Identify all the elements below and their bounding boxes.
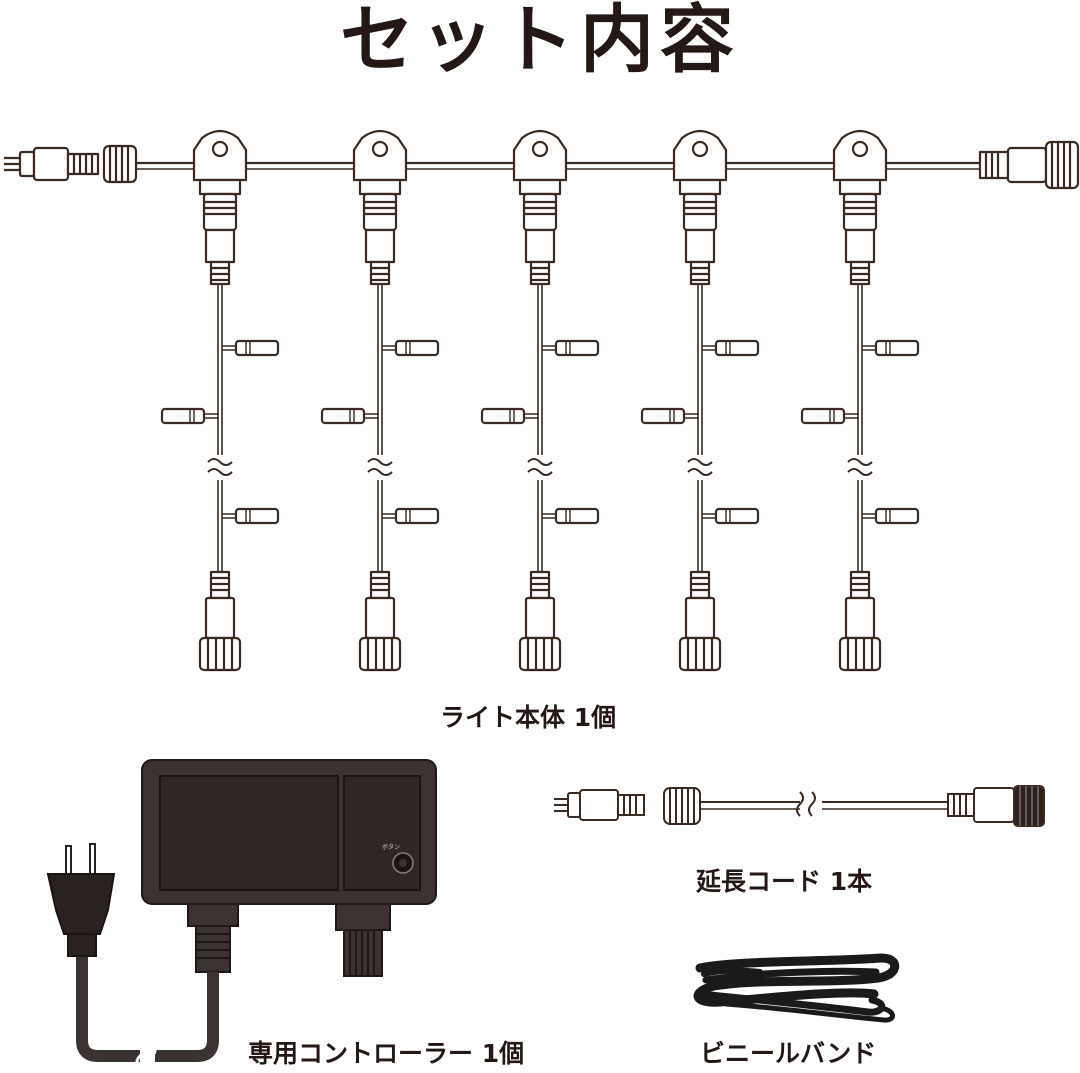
end-cap [358,636,402,672]
led-bulb [394,507,440,525]
end-cap [678,636,722,672]
light-drop [480,129,600,672]
page-title: セット内容 [340,0,740,83]
led-bulb [554,339,600,357]
light-body-label: ライト本体 1個 [440,703,617,732]
led-bulb [800,407,846,425]
end-cap [838,636,882,672]
vinyl-band-label: ビニールバンド [700,1039,877,1068]
output-socket-end [978,140,1080,190]
light-string [4,140,1080,190]
led-bulb [480,407,526,425]
extension-cord [554,785,1045,827]
led-bulb [714,339,760,357]
led-bulb [394,339,440,357]
led-bulb [160,407,206,425]
led-bulb [640,407,686,425]
controller-button-label: ボタン [382,843,400,851]
ac-plug [46,843,116,957]
light-drop [160,129,280,672]
light-drop [800,129,920,672]
controller-panel-right [343,775,421,891]
end-cap [518,636,562,672]
led-bulb [874,507,920,525]
end-cap [198,636,242,672]
led-bulb [234,339,280,357]
extension-cord-label: 延長コード 1本 [696,867,873,896]
controller-label: 専用コントローラー 1個 [248,1039,525,1068]
input-male-plug [4,144,138,184]
controller-panel-left [159,775,339,891]
led-bulb [714,507,760,525]
vinyl-band [693,953,900,1023]
led-bulb [554,507,600,525]
controller-power-cord [76,952,219,1062]
light-drop [640,129,760,672]
led-bulb [234,507,280,525]
led-bulb [874,339,920,357]
controller: ボタン [46,759,437,1070]
led-bulb [320,407,366,425]
light-drop [320,129,440,672]
